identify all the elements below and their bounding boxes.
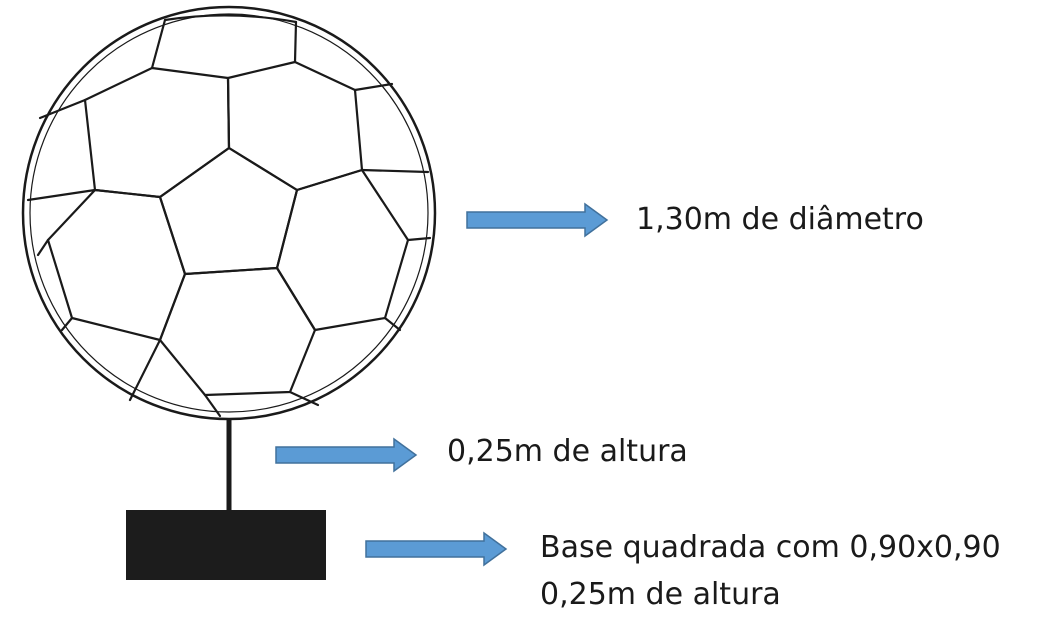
ball-panel <box>46 188 187 342</box>
arrow-right-icon <box>275 437 418 473</box>
ball-seam <box>26 188 97 202</box>
base-size-label: Base quadrada com 0,90x0,90 <box>540 530 1001 565</box>
ball-seam <box>406 236 432 242</box>
ball-seam <box>36 238 50 257</box>
stem-height-label: 0,25m de altura <box>447 434 688 469</box>
ball-seam <box>128 338 162 402</box>
center-pentagon <box>158 146 299 276</box>
ball-seam <box>150 18 167 70</box>
ball-seam <box>60 316 74 332</box>
ball-seam <box>288 390 320 407</box>
base-height-label: 0,25m de altura <box>540 577 781 612</box>
ball-seam <box>383 316 402 332</box>
soccer-ball <box>21 5 437 421</box>
ball-inner-rim <box>29 13 429 413</box>
arrow-right-icon <box>466 202 609 238</box>
ball-seam <box>203 393 222 418</box>
ball-panel <box>275 168 410 332</box>
ball-seam <box>163 14 298 24</box>
ball-outline <box>21 5 437 421</box>
ball-seam <box>353 82 394 92</box>
ball-seam <box>38 98 87 120</box>
ball-seam <box>360 168 430 174</box>
ball-seam <box>293 20 298 64</box>
ball-panel <box>83 66 231 199</box>
arrow-right-icon <box>365 531 508 567</box>
diameter-label: 1,30m de diâmetro <box>636 202 924 237</box>
ball-panel <box>226 60 364 192</box>
ball-panel <box>158 266 317 397</box>
trophy-base <box>126 510 326 580</box>
